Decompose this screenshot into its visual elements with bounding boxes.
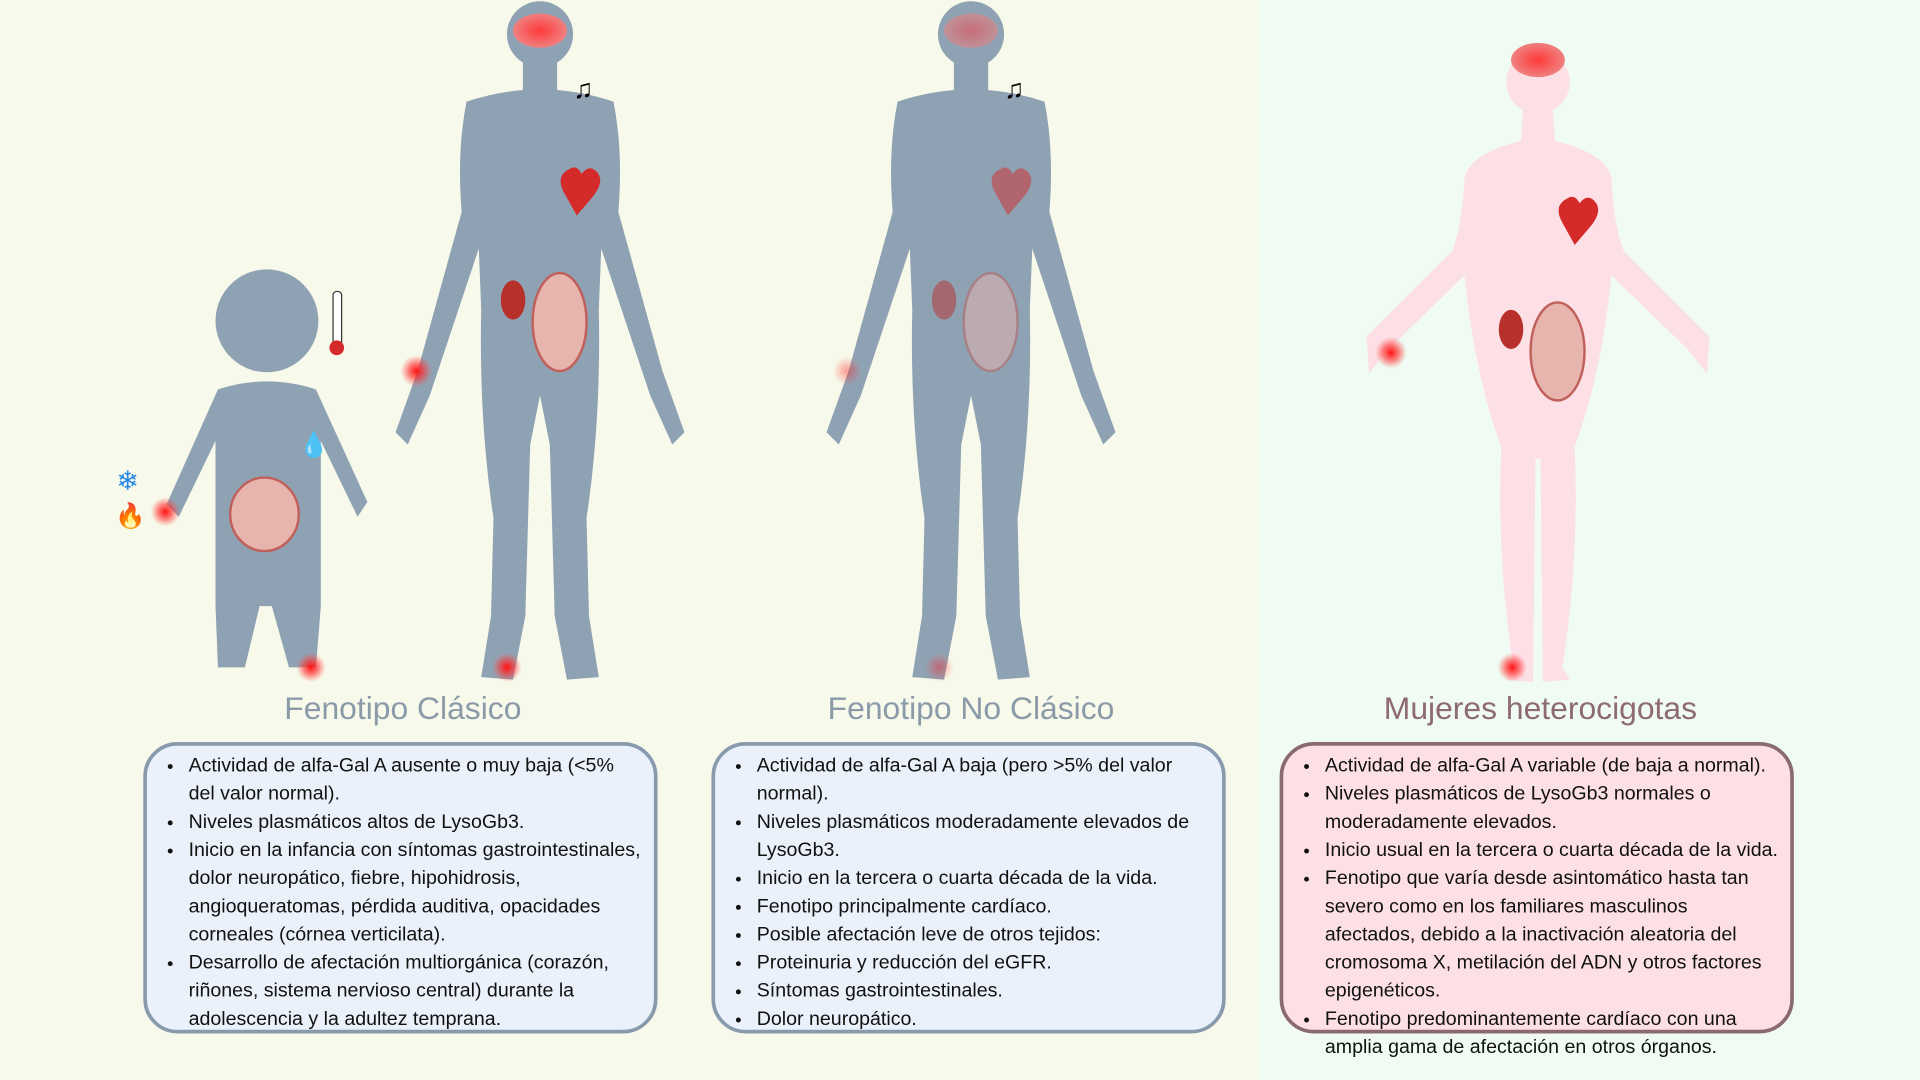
intestine-icon — [228, 476, 301, 553]
list-item: Actividad de alfa-Gal A baja (pero >5% d… — [754, 752, 1212, 808]
snowflake-icon: ❄ — [116, 466, 139, 496]
list-item: Actividad de alfa-Gal A ausente o muy ba… — [186, 752, 644, 808]
list-item: Inicio en la infancia con síntomas gastr… — [186, 836, 644, 949]
list-item: Dolor neuropático. — [754, 1005, 1212, 1033]
panel-nonclassic: Actividad de alfa-Gal A baja (pero >5% d… — [711, 742, 1226, 1034]
panel-title-classic: Fenotipo Clásico — [284, 689, 522, 727]
list-item: Fenotipo predominantemente cardíaco con … — [1322, 1005, 1780, 1061]
panel-title-women: Mujeres heterocigotas — [1383, 689, 1698, 727]
adult-male-nonclassic — [826, 1, 1116, 680]
list-item: Niveles plasmáticos altos de LysoGb3. — [186, 808, 644, 836]
figures: 💧 ❄ 🔥 ♫ ♫ — [115, 1, 1710, 683]
panel-women: Actividad de alfa-Gal A variable (de baj… — [1279, 742, 1794, 1058]
list-item: Desarrollo de afectación multiorgánica (… — [186, 949, 644, 1033]
list-item: Niveles plasmáticos moderadamente elevad… — [754, 808, 1212, 864]
list-item: Inicio en la tercera o cuarta década de … — [754, 864, 1212, 892]
list-item: Inicio usual en la tercera o cuarta déca… — [1322, 836, 1780, 864]
music-note-icon: ♫ — [573, 74, 593, 104]
list-item: Posible afectación leve de otros tejidos… — [754, 921, 1212, 949]
panel-title-nonclassic: Fenotipo No Clásico — [827, 689, 1115, 727]
list-item: Proteinuria y reducción del eGFR. — [754, 949, 1212, 977]
list-item: Fenotipo que varía desde asintomático ha… — [1322, 864, 1780, 1005]
list-item: Actividad de alfa-Gal A variable (de baj… — [1322, 752, 1780, 780]
panel-classic: Actividad de alfa-Gal A ausente o muy ba… — [143, 742, 658, 1034]
water-drop-icon: 💧 — [299, 430, 329, 459]
list-item: Fenotipo principalmente cardíaco. — [754, 893, 1212, 921]
list-item: Niveles plasmáticos de LysoGb3 normales … — [1322, 780, 1780, 836]
adult-female — [1366, 41, 1710, 683]
music-note-icon: ♫ — [1004, 74, 1024, 104]
adult-male-classic — [395, 1, 685, 680]
list-item: Síntomas gastrointestinales. — [754, 977, 1212, 1005]
fire-icon: 🔥 — [115, 501, 145, 530]
